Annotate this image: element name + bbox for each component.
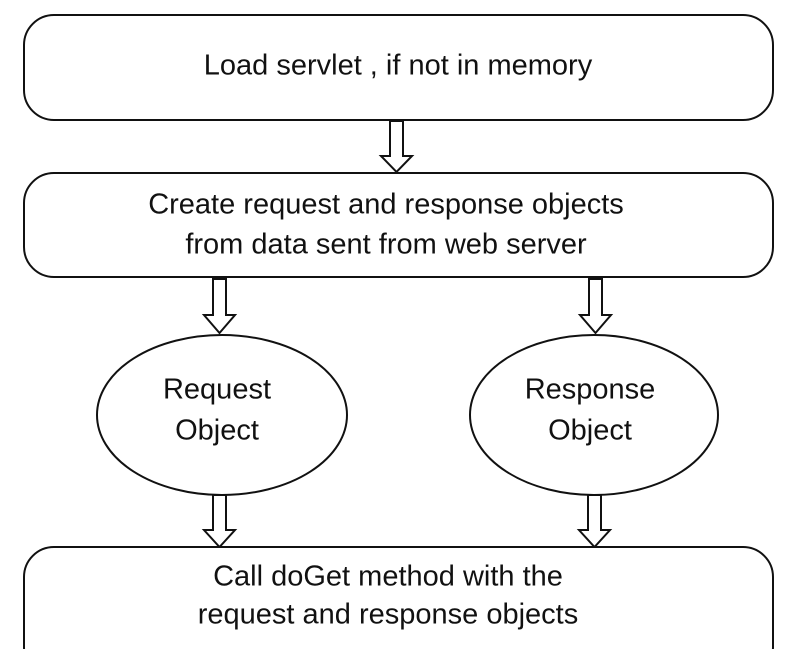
arrow-create-to-request (201, 278, 238, 335)
arrow-create-to-response (577, 278, 614, 335)
call-doget-label-line-1: Call doGet method with the (213, 561, 563, 593)
response-object-label-line-1: Response (525, 374, 656, 406)
arrow-load-to-create (378, 120, 415, 174)
create-objects-label-line-1: Create request and response objects (148, 189, 624, 221)
call-doget-node: Call doGet method with the request and r… (23, 546, 774, 649)
load-servlet-label: Load servlet , if not in memory (204, 50, 593, 82)
request-object-label-line-2: Object (175, 415, 259, 447)
request-object-label-line-1: Request (163, 374, 271, 406)
response-object-node: Response Object (469, 334, 719, 496)
load-servlet-node: Load servlet , if not in memory (23, 14, 774, 121)
call-doget-label-line-2: request and response objects (198, 599, 578, 631)
arrow-response-to-call (576, 494, 613, 549)
request-object-node: Request Object (96, 334, 348, 496)
create-objects-node: Create request and response objects from… (23, 172, 774, 278)
arrow-request-to-call (201, 494, 238, 549)
response-object-label-line-2: Object (548, 415, 632, 447)
create-objects-label-line-2: from data sent from web server (185, 229, 587, 261)
